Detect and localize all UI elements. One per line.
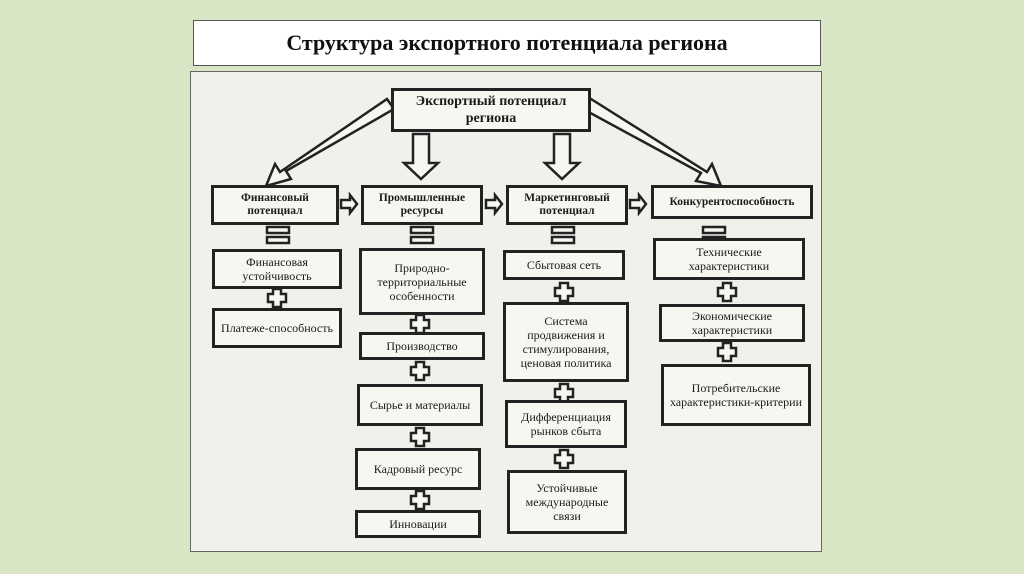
plus-col2-1 xyxy=(409,313,431,335)
arrow-root-to-col1 xyxy=(263,97,396,188)
arrow-root-to-col2 xyxy=(400,132,442,181)
arrow-col1-col2 xyxy=(339,191,359,217)
col3-item-international-ties: Устойчивые международные связи xyxy=(507,470,627,534)
arrow-col2-col3 xyxy=(484,191,504,217)
diagram-connectors xyxy=(263,97,738,511)
equals-col3-bottom xyxy=(550,235,576,245)
col1-item-solvency: Платеже-способность xyxy=(212,308,342,348)
col3-item-market-differentiation: Дифференциация рынков сбыта xyxy=(505,400,627,448)
col4-header: Конкурентоспособность xyxy=(651,185,813,219)
col4-item-economic: Экономические характеристики xyxy=(659,304,805,342)
col1-header: Финансовый потенциал xyxy=(211,185,339,225)
col4-item-consumer: Потребительские характеристики-критерии xyxy=(661,364,811,426)
col2-item-innovation: Инновации xyxy=(355,510,481,538)
plus-col2-4 xyxy=(409,489,431,511)
col3-header: Маркетинговый потенциал xyxy=(506,185,628,225)
equals-col2-bottom xyxy=(409,235,435,245)
col2-item-natural-territorial: Природно-территориальные особенности xyxy=(359,248,485,315)
col2-header: Промышленные ресурсы xyxy=(361,185,483,225)
equals-col1-top xyxy=(265,225,291,235)
equals-col4-top xyxy=(701,225,727,235)
col3-item-sales-network: Сбытовая сеть xyxy=(503,250,625,280)
arrow-root-to-col3 xyxy=(541,132,583,181)
slide-title: Структура экспортного потенциала региона xyxy=(193,20,821,66)
plus-col4-1 xyxy=(716,281,738,303)
plus-col1-1 xyxy=(266,287,288,309)
col3-item-promotion-system: Система продвижения и стимулирования, це… xyxy=(503,302,629,382)
equals-col3-top xyxy=(550,225,576,235)
equals-col2-top xyxy=(409,225,435,235)
equals-col1-bottom xyxy=(265,235,291,245)
col1-item-financial-stability: Финансовая устойчивость xyxy=(212,249,342,289)
root-box: Экспортный потенциал региона xyxy=(391,88,591,132)
col2-item-raw-materials: Сырье и материалы xyxy=(357,384,483,426)
col4-item-technical: Технические характеристики xyxy=(653,238,805,280)
plus-col3-3 xyxy=(553,448,575,470)
plus-col2-2 xyxy=(409,360,431,382)
plus-col3-1 xyxy=(553,281,575,303)
plus-col2-3 xyxy=(409,426,431,448)
arrow-col3-col4 xyxy=(628,191,648,217)
col2-item-personnel: Кадровый ресурс xyxy=(355,448,481,490)
diagram-photo: Экспортный потенциал региона Финансовый … xyxy=(190,71,822,552)
arrow-root-to-col4 xyxy=(581,97,724,188)
col2-item-production: Производство xyxy=(359,332,485,360)
plus-col4-2 xyxy=(716,341,738,363)
